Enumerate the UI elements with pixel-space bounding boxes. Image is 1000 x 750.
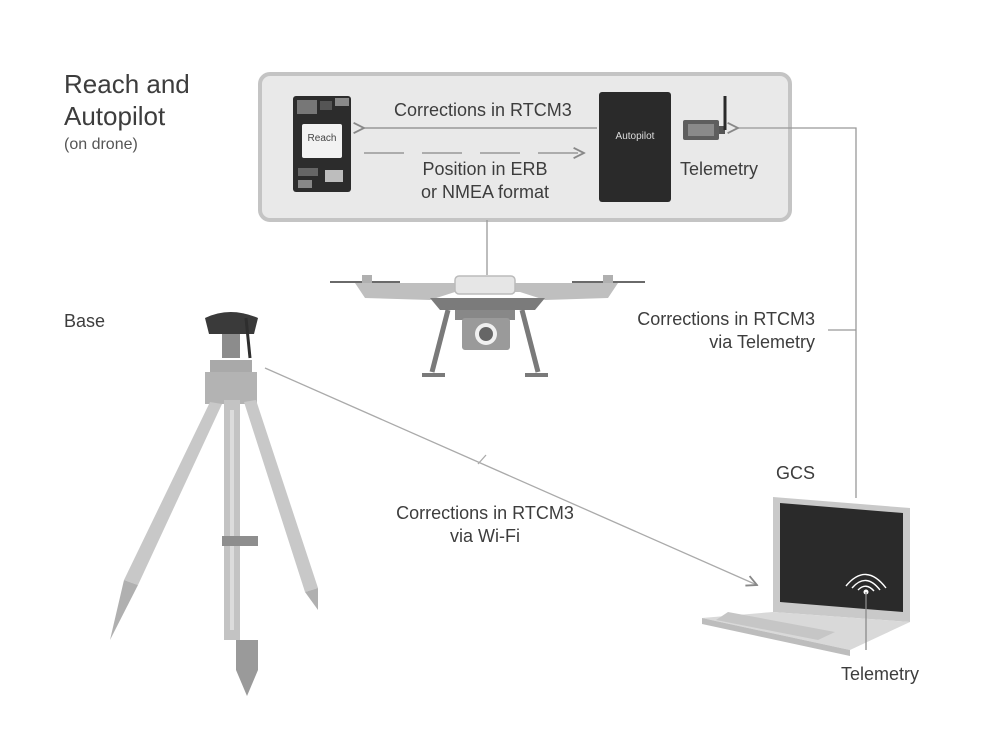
wifi-corrections-line1: Corrections in RTCM3	[396, 503, 574, 523]
autopilot-label: Autopilot	[615, 131, 655, 142]
title-line1: Reach and	[64, 69, 190, 99]
wifi-corrections-line2: via Wi-Fi	[450, 526, 520, 546]
title-subtitle: (on drone)	[64, 136, 138, 153]
telemetry-module	[683, 96, 727, 140]
reach-board-label: Reach	[307, 133, 337, 144]
gcs-label: GCS	[776, 463, 816, 483]
base-tripod	[110, 312, 318, 696]
drone	[330, 275, 645, 377]
telemetry-corrections-line1: Corrections in RTCM3	[637, 309, 815, 329]
panel-telemetry-label: Telemetry	[680, 159, 759, 179]
gcs-telemetry-label: Telemetry	[841, 664, 920, 684]
position-label-line2: or NMEA format	[420, 182, 550, 202]
base-label: Base	[64, 311, 106, 331]
autopilot-box	[599, 92, 671, 202]
position-label-line1: Position in ERB	[422, 159, 548, 179]
wifi-corrections-line	[264, 367, 757, 585]
corrections-label: Corrections in RTCM3	[394, 100, 572, 120]
telemetry-corrections-line2: via Telemetry	[709, 332, 815, 352]
gcs-laptop	[702, 497, 910, 656]
reach-board	[293, 96, 351, 192]
telemetry-path-line	[738, 128, 857, 498]
title-line2: Autopilot	[64, 101, 166, 131]
